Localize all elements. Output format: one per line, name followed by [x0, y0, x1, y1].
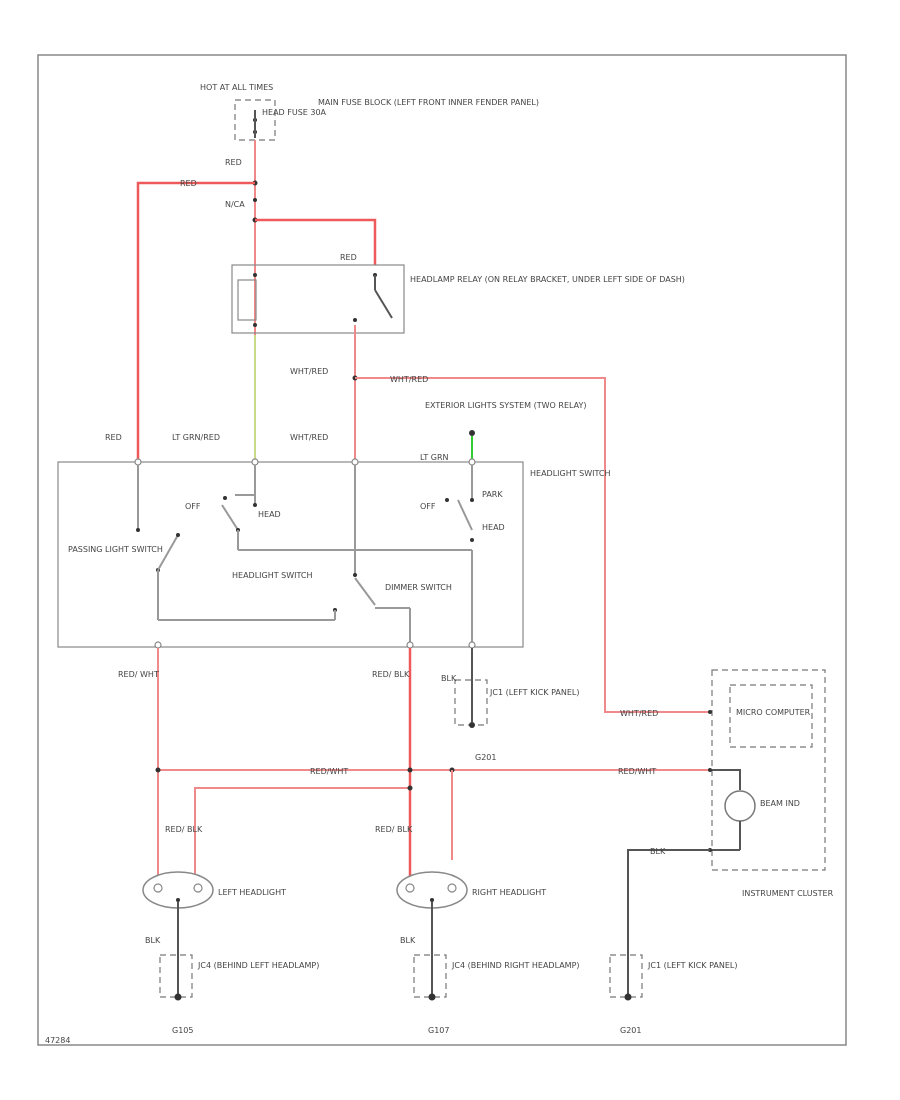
wire-label-wht-red-1: WHT/RED — [290, 367, 328, 376]
exterior-lights-label: EXTERIOR LIGHTS SYSTEM (TWO RELAY) — [425, 401, 587, 410]
passing-switch-label: PASSING LIGHT SWITCH — [68, 545, 163, 554]
headlight-sw-label: HEADLIGHT SWITCH — [232, 571, 313, 580]
wire-label-lt-grn: LT GRN — [420, 453, 449, 462]
g201-b-label: G201 — [620, 1026, 641, 1035]
jc1-label-b: JC1 (LEFT KICK PANEL) — [647, 961, 737, 970]
wire-label-red-wht-h1: RED/WHT — [310, 767, 348, 776]
right-headlight-label: RIGHT HEADLIGHT — [472, 888, 546, 897]
relay-name: HEADLAMP RELAY (ON RELAY BRACKET, UNDER … — [410, 275, 685, 284]
wire-label-red-wht-h2: RED/WHT — [618, 767, 656, 776]
wire-label-blk-jc1: BLK — [441, 674, 457, 683]
beam-ind-label: BEAM IND — [760, 799, 800, 808]
head-left-label: HEAD — [258, 510, 281, 519]
park-right-label: PARK — [482, 490, 503, 499]
wire-label-red-top: RED — [225, 158, 242, 167]
left-headlight-label: LEFT HEADLIGHT — [218, 888, 286, 897]
wire-label-red-blk: RED/ BLK — [372, 670, 410, 679]
diagram-frame — [37, 54, 847, 1046]
head-right-label: HEAD — [482, 523, 505, 532]
fuse-block-label: MAIN FUSE BLOCK (LEFT FRONT INNER FENDER… — [318, 98, 539, 107]
instrument-cluster-label: INSTRUMENT CLUSTER — [742, 889, 834, 898]
wire-label-wht-red-2: WHT/RED — [390, 375, 428, 384]
wire-label-wht-red-col: WHT/RED — [290, 433, 328, 442]
wire-label-red-col: RED — [105, 433, 122, 442]
off-left-label: OFF — [185, 502, 201, 511]
hot-label: HOT AT ALL TIMES — [200, 83, 273, 92]
wire-label-blk-l: BLK — [145, 936, 161, 945]
headlight-switch — [57, 461, 524, 648]
wire-label-lt-grn-red: LT GRN/RED — [172, 433, 220, 442]
g201-label: G201 — [475, 753, 496, 762]
wire-label-wht-red-ic: WHT/RED — [620, 709, 658, 718]
diagram-code: 47284 — [45, 1036, 70, 1045]
relay-red-label: RED — [340, 253, 357, 262]
off-right-label: OFF — [420, 502, 436, 511]
wire-label-nca: N/CA — [225, 200, 245, 209]
jc4-right-label: JC4 (BEHIND RIGHT HEADLAMP) — [451, 961, 580, 970]
headlight-switch-title: HEADLIGHT SWITCH — [530, 469, 611, 478]
wire-label-blk-r: BLK — [400, 936, 416, 945]
wire-label-red-blk-r: RED/ BLK — [375, 825, 413, 834]
jc4-left-label: JC4 (BEHIND LEFT HEADLAMP) — [197, 961, 319, 970]
wire-label-blk-ic: BLK — [650, 847, 666, 856]
fuse-label: HEAD FUSE 30A — [262, 108, 327, 117]
wire-label-red-blk-l: RED/ BLK — [165, 825, 203, 834]
headlamp-relay — [231, 264, 405, 334]
jc1-label-a: JC1 (LEFT KICK PANEL) — [489, 688, 579, 697]
g107-label: G107 — [428, 1026, 449, 1035]
micro-computer — [729, 684, 813, 748]
wire-label-red-wht: RED/ WHT — [118, 670, 159, 679]
dimmer-switch-label: DIMMER SWITCH — [385, 583, 452, 592]
wire-label-red-left: RED — [180, 179, 197, 188]
beam-indicator — [724, 790, 756, 822]
g105-label: G105 — [172, 1026, 193, 1035]
micro-computer-label: MICRO COMPUTER — [736, 708, 811, 717]
